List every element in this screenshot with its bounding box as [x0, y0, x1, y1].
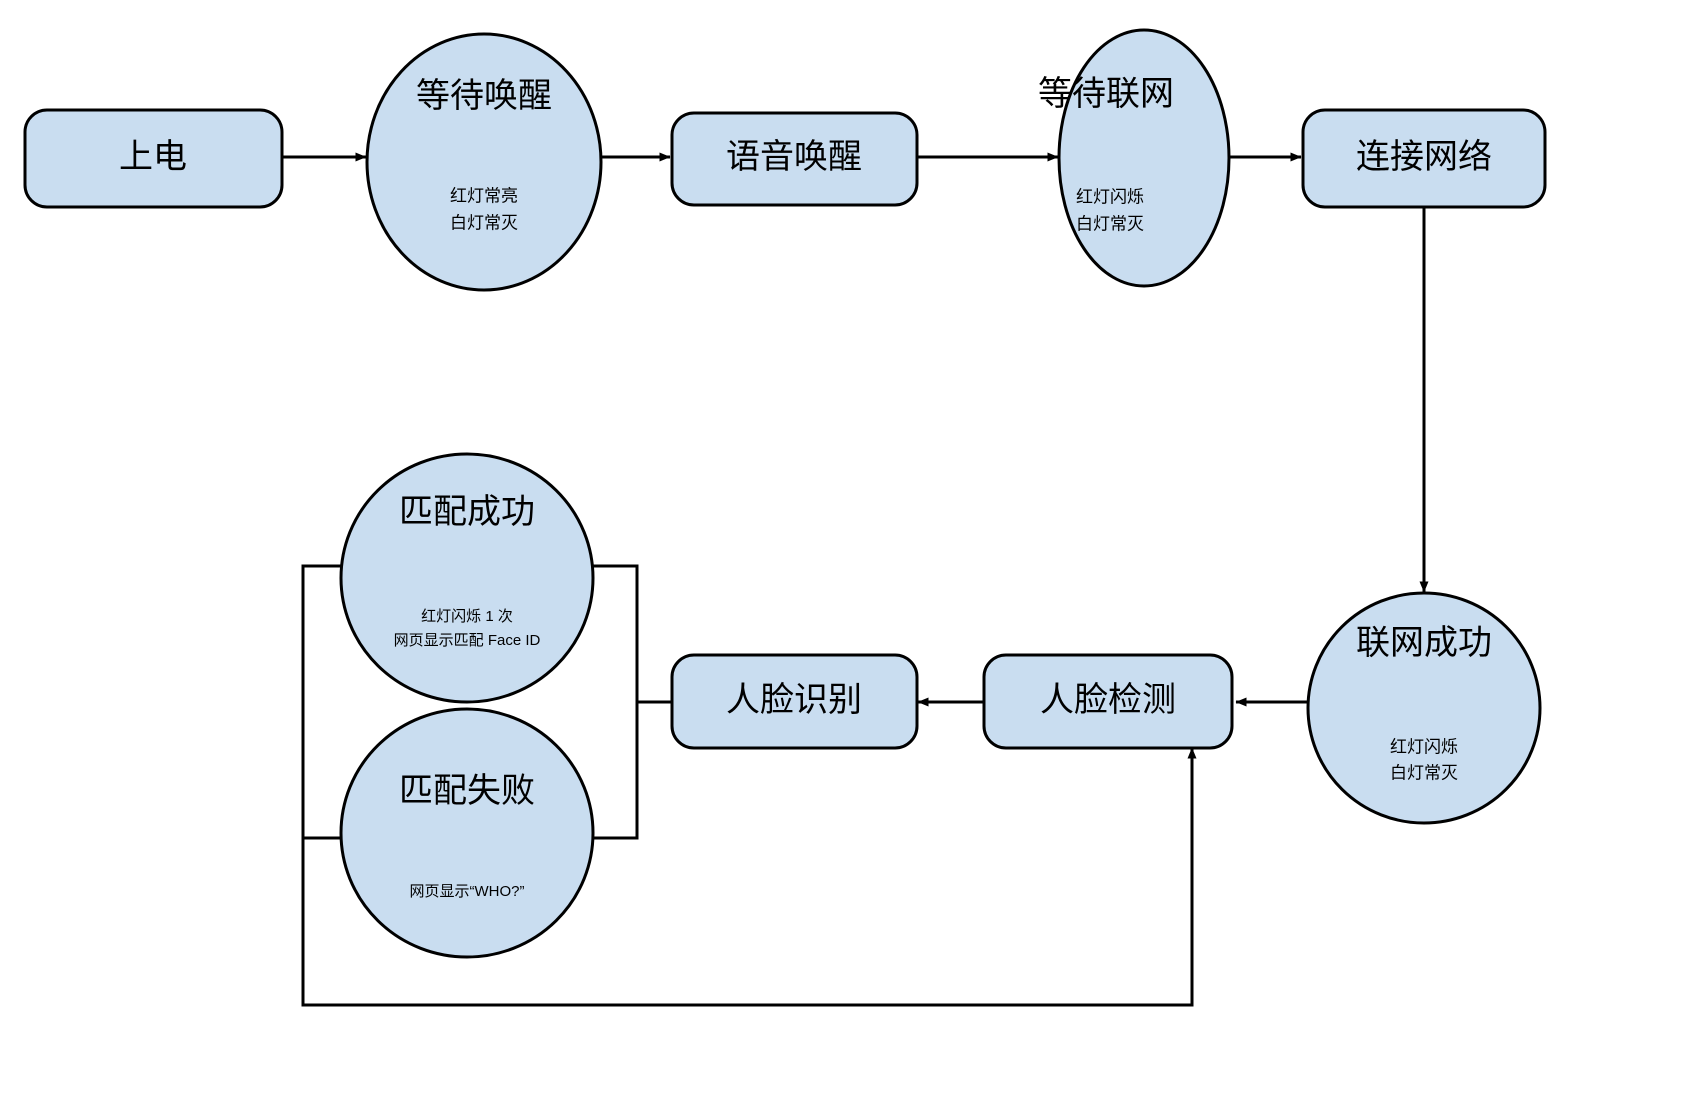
node-match-fail-detail-1: 网页显示“WHO?” — [410, 883, 525, 900]
node-wait-network-shape[interactable] — [1057, 28, 1231, 288]
node-wait-wakeup-detail-2: 白灯常灭 — [450, 213, 518, 232]
node-match-success-label: 匹配成功 — [399, 493, 535, 531]
node-power-on-shape[interactable] — [23, 108, 284, 209]
edge-face-recognize-to-match-fail — [301, 700, 672, 840]
node-connect-network-shape[interactable] — [1301, 108, 1547, 209]
node-face-detect-label: 人脸检测 — [1040, 681, 1176, 719]
node-wait-network-detail-1: 红灯闪烁 — [1076, 187, 1144, 206]
node-match-success[interactable]: 匹配成功 红灯闪烁 1 次 网页显示匹配 Face ID — [339, 452, 595, 704]
node-wait-wakeup-detail-1: 红灯常亮 — [450, 186, 518, 205]
node-match-fail-label: 匹配失败 — [399, 772, 535, 810]
node-wait-network-label: 等待联网 — [1038, 75, 1174, 113]
node-match-success-detail-1: 红灯闪烁 1 次 — [421, 608, 513, 625]
node-wait-network[interactable]: 等待联网 红灯闪烁 白灯常灭 — [1038, 28, 1231, 288]
node-voice-wakeup-shape[interactable] — [670, 111, 919, 207]
node-connect-network-label: 连接网络 — [1356, 138, 1492, 176]
node-wait-wakeup[interactable]: 等待唤醒 红灯常亮 白灯常灭 — [365, 32, 603, 292]
node-face-recognize[interactable]: 人脸识别 — [670, 653, 919, 750]
node-face-detect-shape[interactable] — [982, 653, 1234, 750]
node-power-on[interactable]: 上电 — [23, 108, 284, 209]
node-connect-network[interactable]: 连接网络 — [1301, 108, 1547, 209]
node-network-success-detail-2: 白灯常灭 — [1390, 763, 1458, 782]
node-network-success[interactable]: 联网成功 红灯闪烁 白灯常灭 — [1306, 591, 1542, 825]
node-match-success-detail-2: 网页显示匹配 Face ID — [394, 632, 541, 649]
node-face-recognize-label: 人脸识别 — [726, 681, 862, 719]
node-network-success-label: 联网成功 — [1356, 624, 1492, 662]
node-voice-wakeup[interactable]: 语音唤醒 — [670, 111, 919, 207]
node-face-detect[interactable]: 人脸检测 — [982, 653, 1234, 750]
node-network-success-shape[interactable] — [1306, 591, 1542, 825]
edges-layer — [283, 152, 1429, 1007]
node-voice-wakeup-label: 语音唤醒 — [726, 138, 862, 176]
node-wait-wakeup-shape[interactable] — [365, 32, 603, 292]
node-match-fail-shape[interactable] — [339, 707, 595, 959]
node-power-on-label: 上电 — [119, 138, 187, 176]
node-match-success-shape[interactable] — [339, 452, 595, 704]
node-match-fail[interactable]: 匹配失败 网页显示“WHO?” — [339, 707, 595, 959]
node-wait-network-detail-2: 白灯常灭 — [1076, 214, 1144, 233]
node-face-recognize-shape[interactable] — [670, 653, 919, 750]
node-wait-wakeup-label: 等待唤醒 — [416, 77, 552, 115]
edge-match-fail-to-face-detect — [301, 747, 1197, 1007]
node-network-success-detail-1: 红灯闪烁 — [1390, 737, 1458, 756]
